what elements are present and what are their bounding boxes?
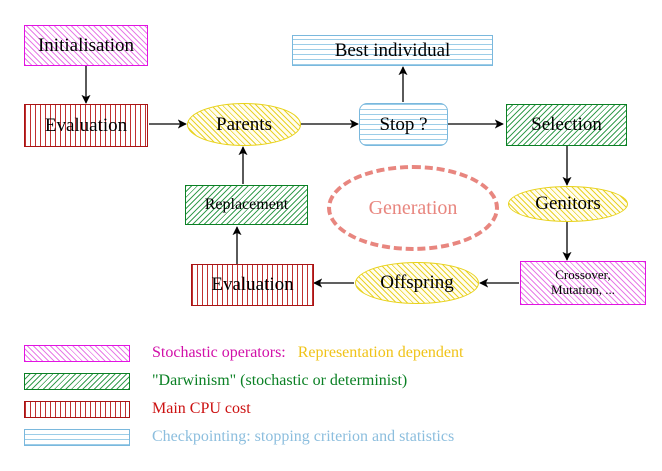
- node-selection-label: Selection: [531, 114, 602, 136]
- node-stop[interactable]: Stop ?: [359, 103, 448, 146]
- node-replacement-label: Replacement: [204, 195, 289, 213]
- node-best-individual[interactable]: Best individual: [292, 35, 493, 66]
- legend-label-stochastic-operators: Stochastic operators:: [152, 344, 286, 361]
- node-generation-group: Generation: [327, 165, 499, 251]
- node-crossover-label-line2: Mutation, ...: [551, 282, 615, 297]
- node-genitors-label: Genitors: [535, 193, 601, 215]
- legend-row-main-cpu-cost: Main CPU cost: [24, 398, 251, 420]
- legend-label-representation-dependent: Representation dependent: [297, 344, 464, 361]
- node-best-individual-label: Best individual: [334, 39, 451, 61]
- node-parents-label: Parents: [216, 113, 272, 135]
- legend-row-checkpointing: Checkpointing: stopping criterion and st…: [24, 426, 454, 448]
- legend-row-stochastic-operators: Stochastic operators: Representation dep…: [24, 342, 463, 364]
- node-selection[interactable]: Selection: [506, 104, 627, 146]
- node-evaluation-bottom[interactable]: Evaluation: [191, 264, 314, 306]
- legend-label-checkpointing: Checkpointing: stopping criterion and st…: [152, 428, 455, 445]
- legend-swatch-red-vertical-hatch: [24, 400, 130, 418]
- node-stop-label: Stop ?: [379, 113, 428, 135]
- legend-swatch-green-diagonal-hatch: [24, 372, 130, 390]
- node-crossover-label-line1: Crossover,: [555, 267, 611, 283]
- legend-swatch-magenta-diagonal-hatch: [24, 344, 130, 362]
- node-evaluation-top-label: Evaluation: [44, 114, 128, 136]
- node-initialisation-label: Initialisation: [37, 34, 135, 56]
- legend-row-darwinism: "Darwinism" (stochastic or determinist): [24, 370, 407, 392]
- node-genitors[interactable]: Genitors: [508, 186, 628, 222]
- node-parents[interactable]: Parents: [187, 103, 301, 146]
- node-offspring-label: Offspring: [380, 272, 454, 294]
- node-generation-label: Generation: [368, 196, 458, 219]
- node-initialisation[interactable]: Initialisation: [24, 25, 148, 66]
- legend-label-main-cpu-cost: Main CPU cost: [152, 400, 251, 417]
- legend-swatch-blue-horizontal-hatch: [24, 428, 130, 446]
- legend-label-darwinism: "Darwinism" (stochastic or determinist): [152, 372, 408, 389]
- legend: Stochastic operators: Representation dep…: [0, 336, 662, 456]
- node-replacement[interactable]: Replacement: [185, 185, 308, 225]
- node-crossover-mutation[interactable]: Crossover, Mutation, ...: [520, 261, 646, 305]
- node-offspring[interactable]: Offspring: [355, 262, 479, 304]
- node-evaluation-top[interactable]: Evaluation: [24, 104, 148, 147]
- node-evaluation-bottom-label: Evaluation: [211, 274, 294, 296]
